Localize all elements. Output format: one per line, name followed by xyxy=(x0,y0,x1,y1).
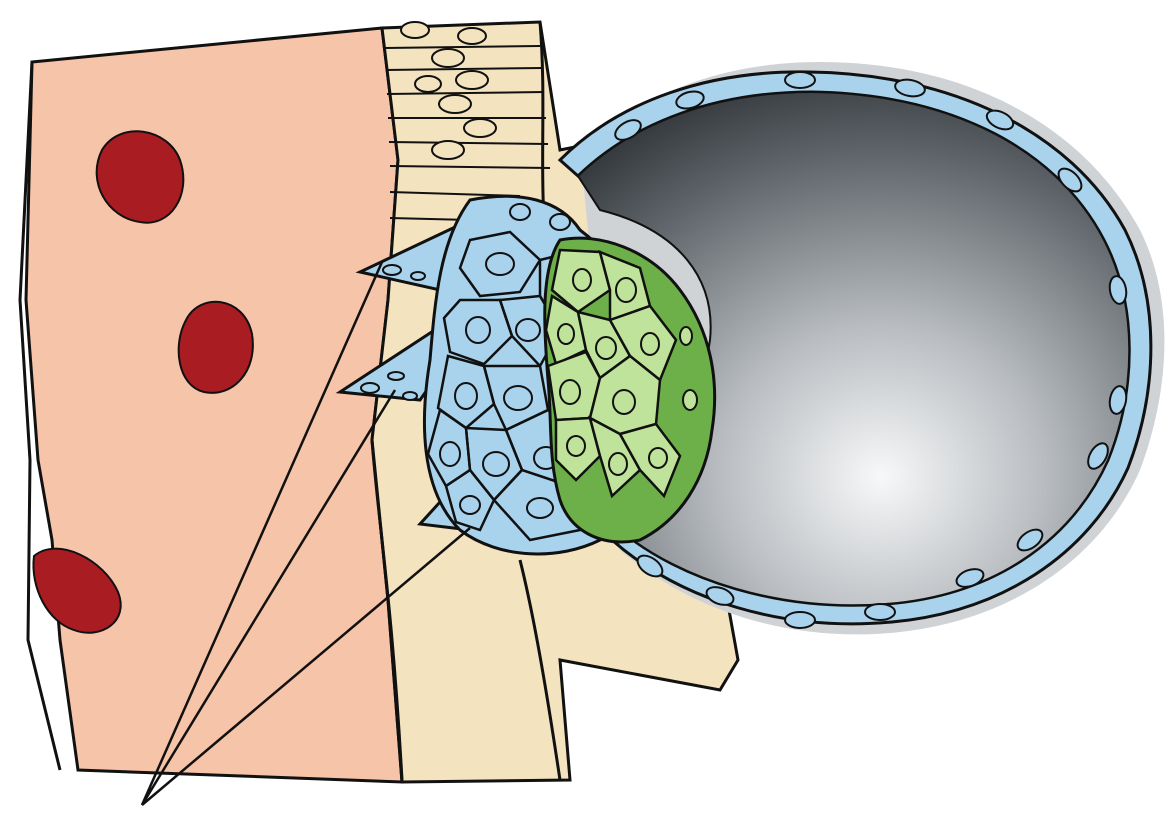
blood-vessel xyxy=(179,302,253,393)
uterine-stroma xyxy=(20,28,402,782)
